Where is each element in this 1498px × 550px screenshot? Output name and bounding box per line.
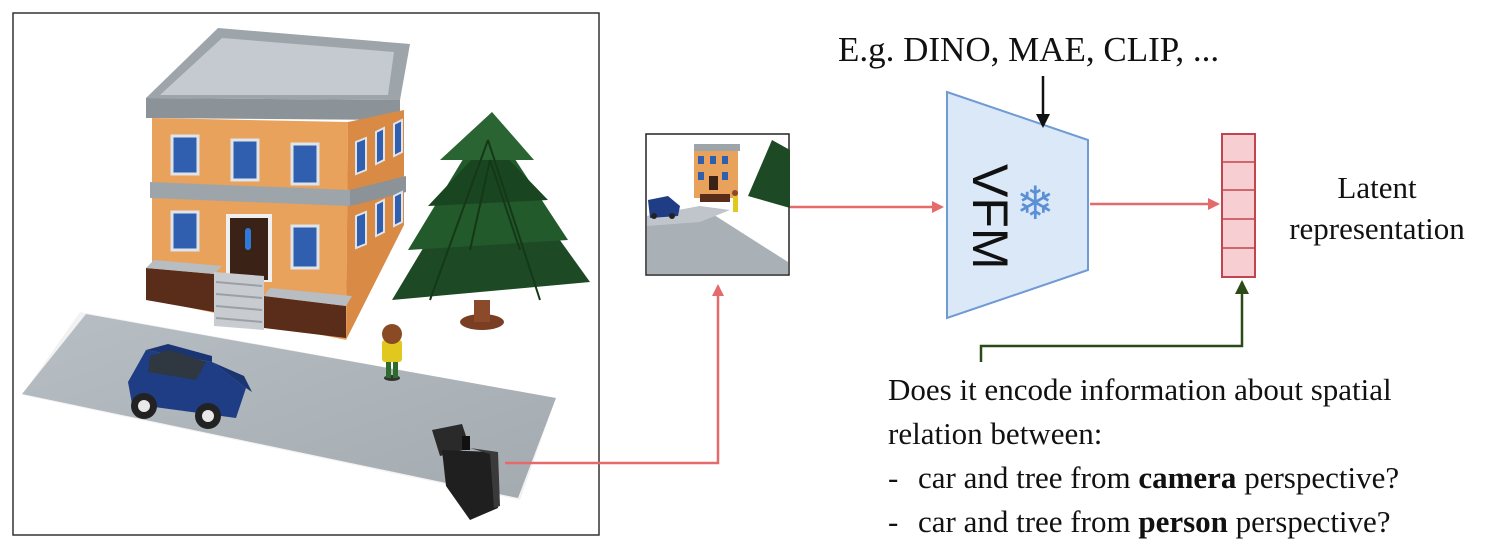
latent-label-line2: representation (1289, 211, 1465, 246)
car (128, 344, 252, 429)
camera (432, 424, 500, 520)
person (382, 324, 402, 381)
tree (392, 112, 590, 330)
question-line2: relation between: (888, 416, 1103, 451)
building (146, 28, 410, 340)
question-text: Does it encode information about spatial… (888, 368, 1399, 544)
models-note: E.g. DINO, MAE, CLIP, ... (838, 30, 1220, 69)
scene-image (12, 12, 600, 536)
latent-vector (1221, 133, 1256, 278)
latent-label: Latent representation (1272, 167, 1482, 249)
arrow-camera-to-view (505, 284, 724, 465)
question-item-camera: -car and tree from camera perspective? (888, 460, 1400, 495)
arrow-question-to-latent (979, 280, 1249, 362)
latent-label-line1: Latent (1337, 170, 1417, 205)
question-line1: Does it encode information about spatial (888, 372, 1392, 407)
question-item-person: -car and tree from person perspective? (888, 504, 1391, 539)
camera-view-image (645, 133, 790, 276)
snowflake-icon: ❄ (1016, 176, 1055, 230)
